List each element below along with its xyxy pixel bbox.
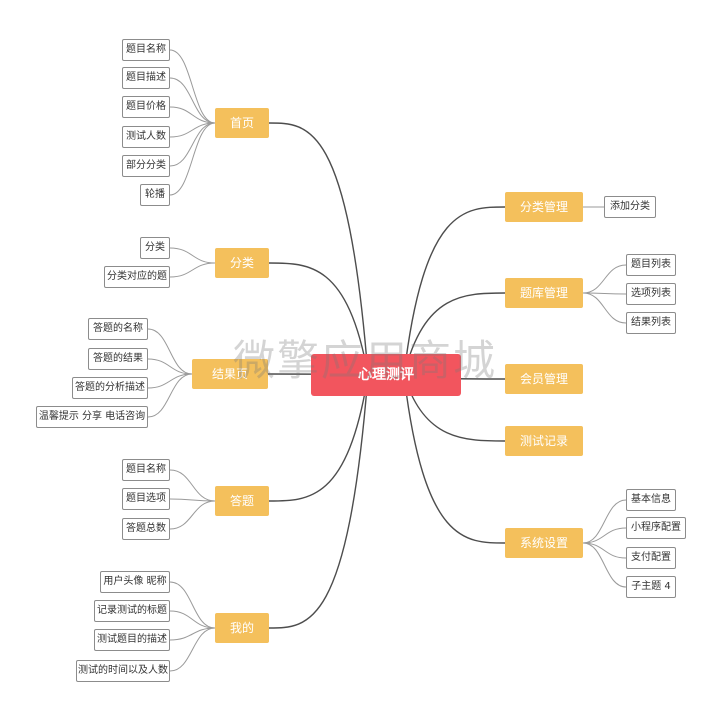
connector-left-3-0 [169, 469, 216, 502]
leaf-home-test-count[interactable]: 测试人数 [122, 126, 170, 148]
branch-answer[interactable]: 答题 [215, 486, 269, 516]
connector-right-4-3 [582, 542, 627, 588]
branch-mine[interactable]: 我的 [215, 613, 269, 643]
branch-home[interactable]: 首页 [215, 108, 269, 138]
leaf-mine-question-desc[interactable]: 测试题目的描述 [94, 629, 170, 651]
connector-left-1-1 [169, 262, 216, 278]
leaf-payment-config[interactable]: 支付配置 [626, 547, 676, 569]
connector-left-4-0 [169, 581, 216, 629]
leaf-answer-total[interactable]: 答题总数 [122, 518, 170, 540]
branch-result[interactable]: 结果页 [192, 359, 268, 389]
leaf-home-some-categories[interactable]: 部分分类 [122, 155, 170, 177]
connector-left-0-4 [169, 122, 216, 167]
connector-right-1-2 [582, 292, 627, 324]
connector-left-3-2 [169, 500, 216, 530]
leaf-result-tips[interactable]: 温馨提示 分享 电话咨询 [36, 406, 148, 428]
connector-left-0 [268, 122, 369, 376]
leaf-result-answer-name[interactable]: 答题的名称 [88, 318, 148, 340]
leaf-option-list[interactable]: 选项列表 [626, 283, 676, 305]
leaf-result-analysis[interactable]: 答题的分析描述 [72, 377, 148, 399]
leaf-category-questions[interactable]: 分类对应的题 [104, 266, 170, 288]
leaf-result-answer-result[interactable]: 答题的结果 [88, 348, 148, 370]
connector-left-0-2 [169, 106, 216, 124]
leaf-add-category[interactable]: 添加分类 [604, 196, 656, 218]
leaf-answer-options[interactable]: 题目选项 [122, 488, 170, 510]
connector-left-1 [268, 262, 369, 376]
leaf-basic-info[interactable]: 基本信息 [626, 489, 676, 511]
leaf-home-question-name[interactable]: 题目名称 [122, 39, 170, 61]
branch-question-bank[interactable]: 题库管理 [505, 278, 583, 308]
connector-left-4 [268, 374, 369, 629]
branch-test-records[interactable]: 测试记录 [505, 426, 583, 456]
connector-left-2-1 [147, 358, 193, 375]
leaf-mine-avatar-nickname[interactable]: 用户头像 昵称 [100, 571, 170, 593]
leaf-mine-record-title[interactable]: 记录测试的标题 [94, 600, 170, 622]
connector-right-1-0 [582, 264, 627, 294]
connector-left-0-5 [169, 122, 216, 196]
connector-right-1 [403, 292, 506, 376]
connector-left-4-3 [169, 627, 216, 672]
connector-left-2-0 [147, 328, 193, 375]
branch-category[interactable]: 分类 [215, 248, 269, 278]
branch-system-settings[interactable]: 系统设置 [505, 528, 583, 558]
leaf-miniprogram-config[interactable]: 小程序配置 [626, 517, 686, 539]
connector-right-4-1 [582, 527, 627, 544]
connector-left-3-1 [169, 498, 216, 502]
branch-category-manage[interactable]: 分类管理 [505, 192, 583, 222]
connector-right-4-2 [582, 542, 627, 559]
connector-right-1-1 [582, 292, 627, 295]
leaf-question-list[interactable]: 题目列表 [626, 254, 676, 276]
leaf-home-question-price[interactable]: 题目价格 [122, 96, 170, 118]
leaf-category-category[interactable]: 分类 [140, 237, 170, 259]
leaf-result-list[interactable]: 结果列表 [626, 312, 676, 334]
connector-right-0 [403, 206, 506, 376]
leaf-subtopic-4[interactable]: 子主题 4 [626, 576, 676, 598]
connector-left-1-0 [169, 247, 216, 264]
connector-left-2-2 [147, 373, 193, 389]
connector-left-0-1 [169, 77, 216, 124]
leaf-mine-time-and-count[interactable]: 测试的时间以及人数 [76, 660, 170, 682]
connector-right-4 [403, 374, 506, 544]
leaf-home-question-desc[interactable]: 题目描述 [122, 67, 170, 89]
connector-left-4-1 [169, 610, 216, 629]
connector-left-3 [268, 374, 369, 502]
leaf-answer-question-name[interactable]: 题目名称 [122, 459, 170, 481]
center-node[interactable]: 心理测评 [311, 354, 461, 396]
connector-left-0-0 [169, 49, 216, 124]
branch-member-manage[interactable]: 会员管理 [505, 364, 583, 394]
leaf-home-carousel[interactable]: 轮播 [140, 184, 170, 206]
connector-right-4-0 [582, 499, 627, 544]
connector-left-2-3 [147, 373, 193, 418]
